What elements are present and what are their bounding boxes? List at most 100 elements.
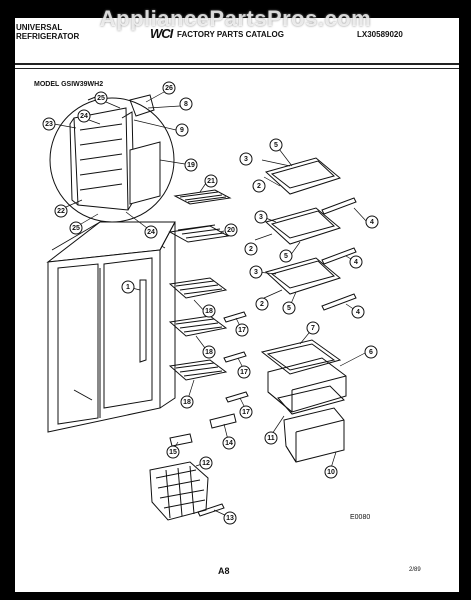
glass-shelves [264,157,357,311]
catalog-date: 2/89 [409,567,421,573]
callout-label: 19 [187,162,195,169]
callout-label: 18 [183,399,191,406]
callout-bubble [279,249,293,263]
callout-label: 17 [242,409,250,416]
callout-20: 20 [224,223,238,237]
callout-label: 24 [147,229,155,236]
watermark: AppliancePartsPros.com [99,6,372,31]
callout-18: 18 [202,345,216,359]
callout-23: 23 [42,117,56,131]
callout-label: 4 [370,219,374,226]
callout-bubble [364,345,378,359]
callout-bubble [224,223,238,237]
callout-5: 5 [282,301,296,315]
callout-5: 5 [279,249,293,263]
callout-26: 26 [162,81,176,95]
refrigerator-cabinet [46,221,176,433]
callout-bubble [324,465,338,479]
callout-10: 10 [324,465,338,479]
callout-label: 4 [356,309,360,316]
callout-14: 14 [222,436,236,450]
callout-bubble [179,97,193,111]
callout-label: 1 [126,284,130,291]
callout-12: 12 [199,456,213,470]
callout-label: 18 [205,349,213,356]
callout-bubble [175,123,189,137]
brand-line-1: UNIVERSAL [16,23,63,32]
callout-3: 3 [239,152,253,166]
brand-line-2: REFRIGERATOR [16,32,80,41]
callout-bubble [162,81,176,95]
callout-bubble [184,158,198,172]
callout-25: 25 [69,221,83,235]
callout-22: 22 [54,204,68,218]
brand-block: UNIVERSAL REFRIGERATOR [16,23,106,41]
callout-label: 22 [57,208,65,215]
callout-bubble [235,323,249,337]
callout-7: 7 [306,321,320,335]
callout-bubble [351,305,365,319]
callout-17: 17 [239,405,253,419]
callout-18: 18 [202,304,216,318]
door-bin-basket [149,433,225,521]
freezer-shelves [168,189,232,243]
callout-bubble [349,255,363,269]
callout-bubble [202,345,216,359]
callout-bubble [121,280,135,294]
callout-label: 13 [226,515,234,522]
callout-bubble [222,436,236,450]
callout-label: 3 [254,269,258,276]
callout-bubble [254,210,268,224]
wci-logo: WCI [150,26,173,41]
callout-label: 3 [259,214,263,221]
callout-bubble [144,225,158,239]
callout-label: 17 [238,327,246,334]
callout-bubble [239,405,253,419]
callout-9: 9 [175,123,189,137]
callout-label: 9 [180,127,184,134]
callout-bubble [204,174,218,188]
callout-1: 1 [121,280,135,294]
freezer-baskets [168,277,228,381]
callout-label: 7 [311,325,315,332]
callout-bubble [306,321,320,335]
catalog-title: FACTORY PARTS CATALOG [177,30,284,39]
callout-bubble [202,304,216,318]
callout-label: 17 [240,369,248,376]
callout-label: 5 [274,142,278,149]
callout-bubble [255,297,269,311]
callout-label: 26 [165,85,173,92]
callout-11: 11 [264,431,278,445]
callout-bubble [249,265,263,279]
crisper-assembly [260,339,347,463]
door-detail-circle [49,94,175,223]
callout-label: 5 [287,305,291,312]
callout-2: 2 [255,297,269,311]
model-label: MODEL GSIW39WH2 [34,81,104,88]
callout-bubble [180,395,194,409]
callout-label: 6 [369,349,373,356]
header-rule-top [15,63,459,65]
leader-lines [53,91,368,518]
callout-18: 18 [180,395,194,409]
header-rule-bottom [15,68,459,69]
callout-5: 5 [269,138,283,152]
callout-17: 17 [237,365,251,379]
callout-bubble [77,109,91,123]
callout-3: 3 [254,210,268,224]
callout-2: 2 [244,242,258,256]
callout-bubble [244,242,258,256]
callout-label: 2 [249,246,253,253]
callout-19: 19 [184,158,198,172]
callout-3: 3 [249,265,263,279]
callout-label: 3 [244,156,248,163]
callout-label: 8 [184,101,188,108]
page-number: A8 [218,566,230,576]
callout-label: 4 [354,259,358,266]
callout-15: 15 [166,445,180,459]
callout-bubble [237,365,251,379]
callout-label: 23 [45,121,53,128]
callout-4: 4 [351,305,365,319]
callout-bubble [42,117,56,131]
